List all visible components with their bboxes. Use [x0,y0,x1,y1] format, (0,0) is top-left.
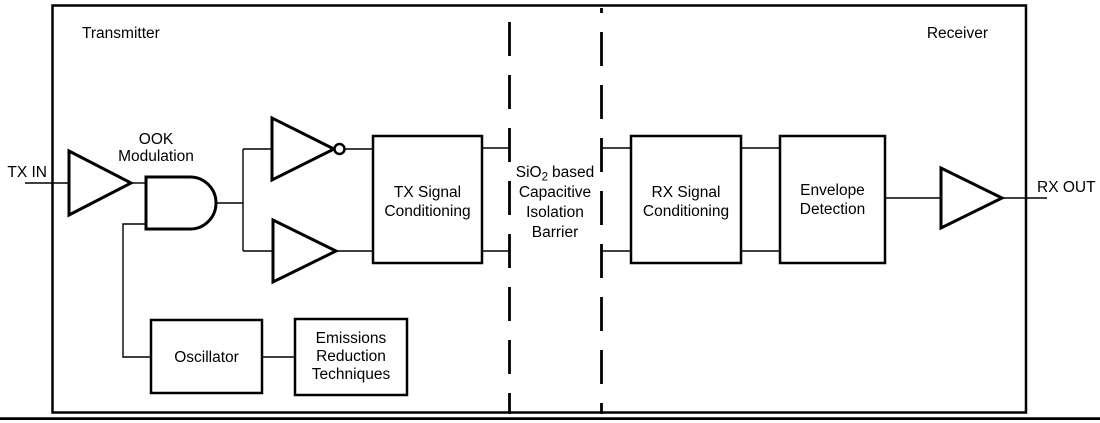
envelope-detection-label-line1: Envelope [800,182,865,199]
barrier-label-line1: SiO2 based [516,164,594,184]
rx-out-port-label: RX OUT [1037,179,1096,196]
tx-signal-conditioning-box [371,134,484,265]
emissions-label-line2: Reduction [316,348,386,365]
tx-conditioning-label-line1: TX Signal [394,184,461,201]
ook-modulation-label-line2: Modulation [118,148,194,165]
envelope-detection-label-line2: Detection [800,201,865,218]
system-boundary-box [51,4,1028,414]
receiver-region-label: Receiver [927,25,988,42]
barrier-label-sio: SiO [516,164,542,181]
rx-conditioning-label-line1: RX Signal [652,184,721,201]
ook-modulation-label-line1: OOK [139,131,174,148]
driver-buffer-triangle-icon [271,217,340,285]
rx-conditioning-label-line2: Conditioning [643,203,729,220]
barrier-label-line3: Isolation [526,204,584,221]
envelope-detection-box [778,134,887,265]
transmitter-region-label: Transmitter [82,25,160,42]
oscillator-label: Oscillator [174,349,239,366]
barrier-label-line2: Capacitive [519,184,591,201]
barrier-label-based: based [552,164,594,181]
and-gate-icon [144,175,218,231]
tx-in-port-label: TX IN [7,164,47,181]
emissions-label-line1: Emissions [316,330,387,347]
inverter-triangle-icon [270,115,338,183]
oscillator-box [149,318,264,395]
inverter-bubble-icon [333,142,346,156]
tx-conditioning-label-line2: Conditioning [384,203,470,220]
emissions-label-line3: Techniques [312,366,391,383]
output-buffer-triangle-icon [939,165,1006,231]
emissions-reduction-box [293,317,409,397]
barrier-label-line4: Barrier [532,224,579,241]
rx-signal-conditioning-box [629,134,743,265]
barrier-label-subscript: 2 [542,172,548,184]
input-buffer-triangle-icon [67,148,135,218]
oscillator-feedback-wire [122,223,152,358]
